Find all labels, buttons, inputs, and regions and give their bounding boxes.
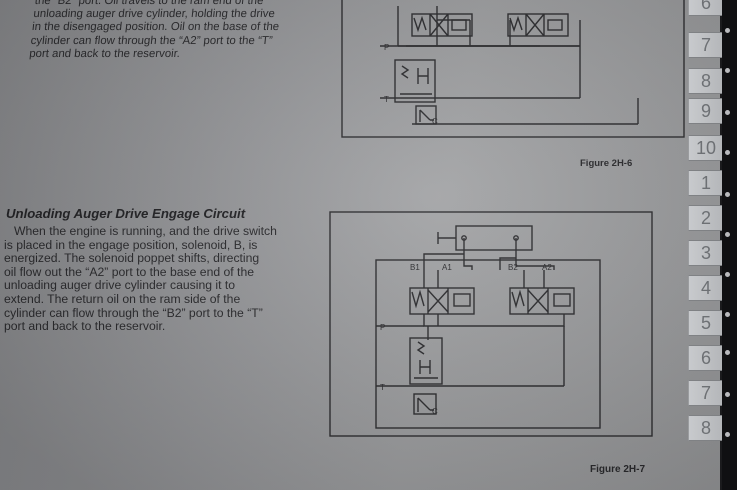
binding-hole [725,110,730,115]
index-tab[interactable]: 8 [688,415,724,441]
solenoid-left [451,19,467,31]
binding-hole [725,432,730,437]
port-label-t: T [384,95,389,104]
binding-hole [725,68,730,73]
figure-frame [329,211,653,437]
valve-left [409,287,475,315]
relief-valve [394,59,436,103]
spring-right [509,15,523,33]
index-tab[interactable]: 8 [688,68,724,94]
top-paragraph: the “B2” port. Oil travels to the ram en… [29,0,283,61]
index-tab[interactable]: 4 [688,275,724,301]
check-valve-c [413,393,437,415]
port-label-p: P [380,323,385,332]
body-paragraph: When the engine is running, and the driv… [4,224,277,334]
body-paragraph-line: When the engine is running, and the driv… [14,224,277,238]
valve-left [411,13,473,37]
binding-hole [725,312,730,317]
inner-frame [375,259,601,429]
section-heading: Unloading Auger Drive Engage Circuit [6,206,246,221]
port-label-b2: B2 [508,263,518,272]
solenoid-right [553,293,571,307]
index-tab[interactable]: 7 [688,32,724,58]
body-paragraph-line: port and back to the reservoir. [4,319,166,334]
figure-2h-7-diagram: B1 A1 B2 A2 P T C [329,211,653,437]
index-tab[interactable]: 6 [688,345,724,371]
valve-right [509,287,575,315]
relief-valve [409,337,443,385]
index-tab[interactable]: 3 [688,240,724,266]
index-tab[interactable]: 7 [688,380,724,406]
binding-hole [725,150,730,155]
figure-2h-6-diagram: P T C [341,0,685,138]
binding-edge [722,0,737,490]
solenoid-left [453,293,471,307]
top-paragraph-line: cylinder can flow through the “A2” port … [30,34,274,47]
body-paragraph-line: unloading auger drive cylinder causing i… [4,278,236,293]
index-tab[interactable]: 9 [688,98,724,124]
binding-hole [725,28,730,33]
top-paragraph-line: the “B2” port. Oil travels to the ram en… [34,0,265,7]
pressure-line [423,314,565,327]
index-tab[interactable]: 6 [688,0,724,16]
spring-left [413,15,427,33]
port-label-p: P [384,43,389,52]
index-tab[interactable]: 10 [688,135,724,161]
body-paragraph-line: is placed in the engage position, soleno… [4,237,258,252]
binding-hole [725,350,730,355]
port-label-t: T [380,383,385,392]
solenoid-right [547,19,563,31]
index-tab[interactable]: 1 [688,170,724,196]
top-paragraph-line: unloading auger drive cylinder, holding … [32,8,276,21]
body-paragraph-line: oil flow out the “A2” port to the base e… [4,264,254,279]
figure-frame [341,0,685,138]
body-paragraph-line: energized. The solenoid poppet shifts, d… [4,251,260,266]
top-paragraph-line: port and back to the reservoir. [28,47,181,60]
binding-hole [725,272,730,277]
port-label-c: C [432,407,438,416]
cylinder [455,225,533,251]
figure-2h-6-caption: Figure 2H-6 [580,158,633,169]
index-tab[interactable]: 2 [688,205,724,231]
top-paragraph-line: in the disengaged position. Oil on the b… [31,21,280,34]
body-paragraph-line: cylinder can flow through the “B2” port … [4,305,263,320]
pressure-tank-lines [380,45,581,99]
body-paragraph-line: extend. The return oil on the ram side o… [4,291,241,306]
port-label-a1: A1 [442,263,452,272]
binding-hole [725,192,730,197]
figure-2h-7-caption: Figure 2H-7 [590,464,646,475]
port-label-c: C [432,117,438,126]
binding-hole [725,232,730,237]
valve-right-cross [525,13,545,37]
binding-hole [725,392,730,397]
port-label-b1: B1 [410,263,420,272]
index-tab[interactable]: 5 [688,310,724,336]
manual-page: the “B2” port. Oil travels to the ram en… [0,0,720,490]
cylinder-lines [423,238,555,270]
port-label-a2: A2 [542,263,552,272]
valve-right [507,13,569,37]
valve-left-cross [429,13,449,37]
